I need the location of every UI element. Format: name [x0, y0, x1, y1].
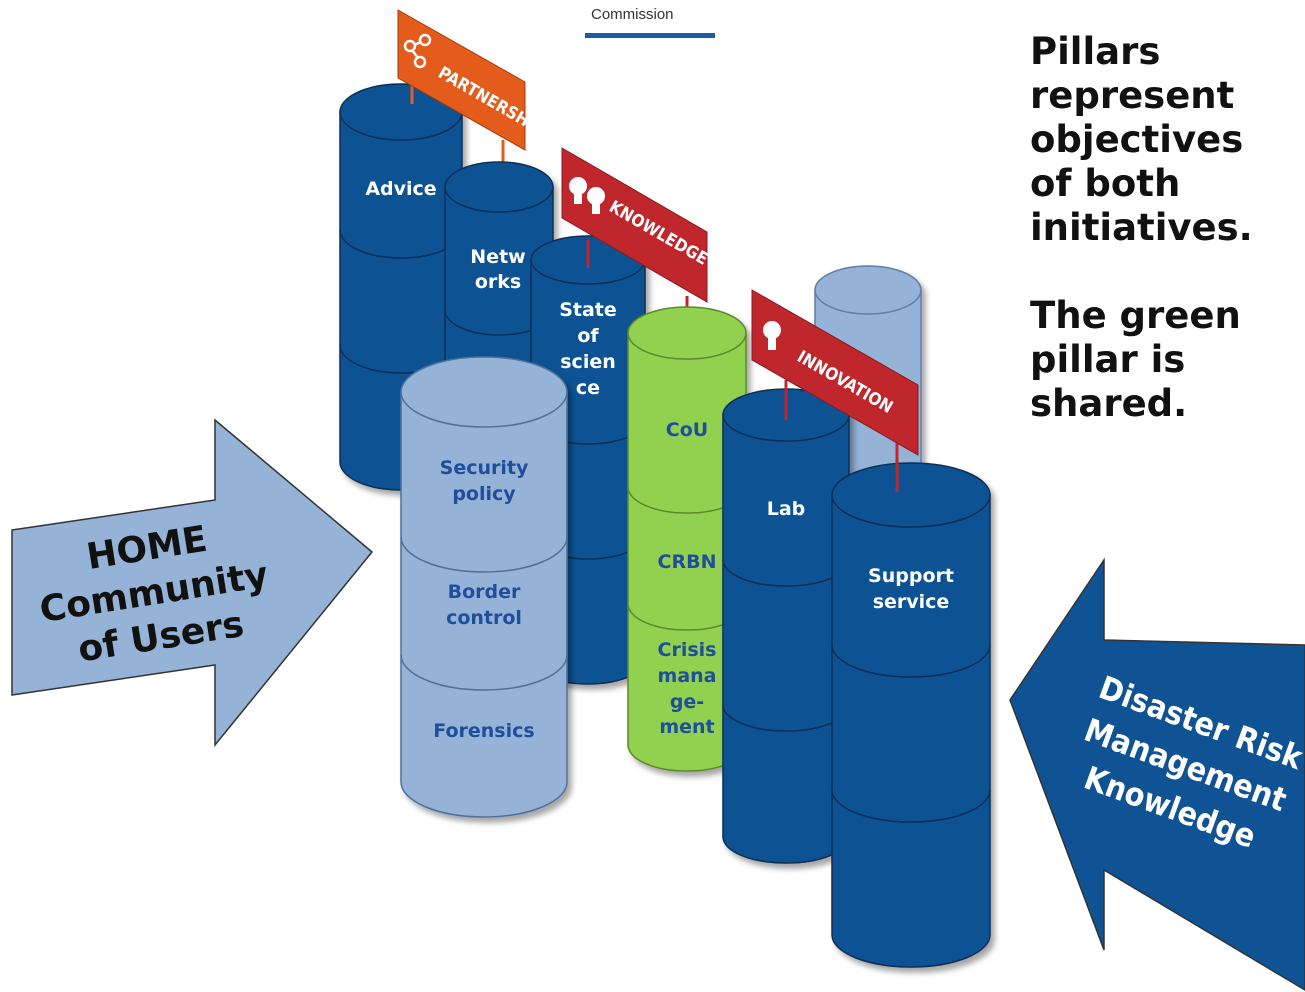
pillar-support-service	[831, 462, 991, 968]
side-text-line1: Pillars represent objectives of both ini…	[1030, 30, 1253, 249]
pillar-security-label-1: Security	[440, 457, 529, 479]
side-text-line2: The green pillar is shared.	[1030, 294, 1241, 425]
pillar-crisis-label-1: Crisis	[658, 639, 717, 661]
pillar-crisis-label-3: ge-	[670, 691, 704, 713]
pillar-state-label-1: State	[559, 299, 617, 321]
pillar-lab-label: Lab	[767, 498, 806, 520]
pillar-lab	[722, 388, 850, 864]
pillar-border-label-2: control	[446, 607, 522, 629]
pillar-crisis-label-2: mana	[658, 665, 717, 687]
pillar-state-label-4: ce	[576, 377, 600, 399]
pillar-support-label-1: Support	[868, 565, 954, 587]
lightbulb-icon	[763, 321, 781, 350]
pillar-home	[400, 356, 568, 818]
pillar-forensics-label: Forensics	[433, 720, 534, 742]
european-commission-logo: Commission	[585, 0, 715, 40]
pillar-crbn-label: CRBN	[658, 551, 717, 573]
logo-text: Commission	[591, 6, 674, 23]
pillar-networks-label-2: orks	[475, 271, 521, 293]
pillar-security-label-2: policy	[452, 483, 516, 505]
pillar-state-label-3: scien	[560, 351, 616, 373]
home-arrow: HOME Community of Users	[11, 418, 374, 748]
pillar-cou-label: CoU	[666, 419, 708, 441]
side-text: Pillars represent objectives of both ini…	[1030, 30, 1290, 470]
knowledge-icon	[569, 177, 605, 214]
pillar-border-label-1: Border	[448, 581, 521, 603]
pillar-shared-green	[627, 306, 747, 772]
sign-knowledge: KNOWLEDGE	[561, 147, 711, 344]
pillar-state-label-2: of	[577, 325, 599, 347]
disaster-arrow: Disaster Risk Management Knowledge	[1009, 557, 1305, 991]
logo-bar	[585, 33, 715, 38]
pillar-networks-label-1: Netw	[470, 246, 525, 268]
pillar-crisis-label-4: ment	[659, 716, 714, 738]
pillar-support-label-2: service	[873, 591, 950, 613]
pillar-advice-label: Advice	[365, 178, 436, 200]
partnerships-icon	[403, 33, 432, 69]
